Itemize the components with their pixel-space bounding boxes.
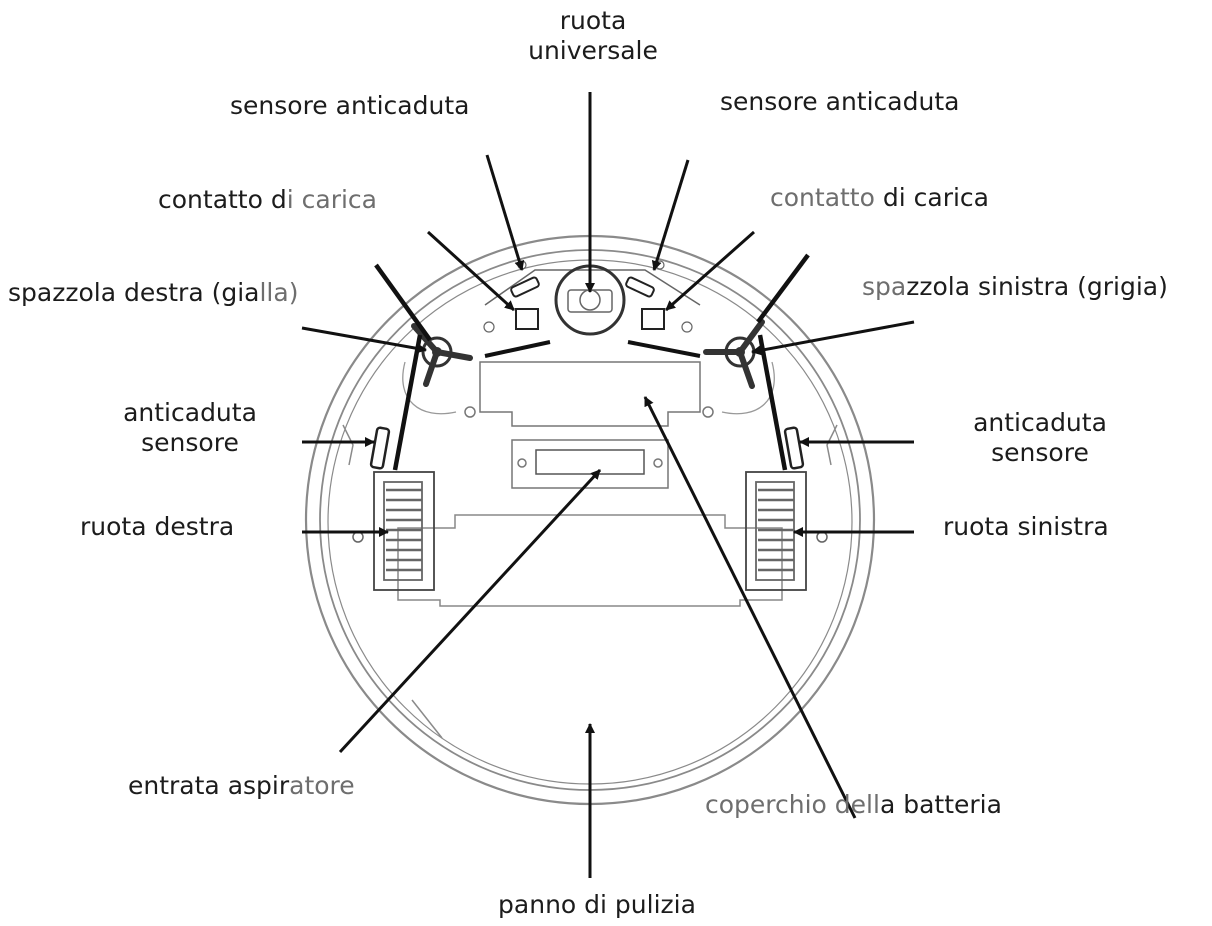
label-universal-wheel: ruota universale [528, 6, 658, 66]
label-brush-right-yellow: spazzola destra (gialla) [8, 278, 298, 308]
label-brush-left-b: zzola sinistra (grigia) [906, 272, 1168, 301]
label-cliff-sensor-left: sensore anticaduta [230, 91, 470, 120]
label-universal-wheel-line2: universale [528, 36, 658, 65]
suction-inlet-shape [511, 439, 669, 489]
side-cliff-sensor-right [783, 426, 805, 470]
label-wheel-left: ruota sinistra [943, 512, 1109, 541]
label-brush-right-a: spazzola destra (gia [8, 278, 260, 307]
charge-contact-left [515, 308, 539, 330]
label-side-cliff-left: anticaduta sensore [123, 398, 257, 458]
arrow-cliff-sensor-right [651, 159, 690, 271]
label-battery-cover-b: a batteria [879, 790, 1002, 819]
label-charge-contact-right-b: di carica [874, 183, 989, 212]
label-side-cliff-left-line1: anticaduta [123, 398, 257, 427]
arrow-cliff-sensor-left [485, 154, 525, 271]
label-cliff-sensor-right: sensore anticaduta [720, 87, 960, 116]
label-suction-inlet-b: atore [289, 771, 355, 800]
front-plate [484, 269, 701, 306]
side-cliff-sensor-left [369, 426, 391, 470]
label-cleaning-cloth: panno di pulizia [498, 890, 696, 919]
arrow-suction-inlet [338, 468, 602, 754]
label-brush-right-b: lla) [259, 278, 299, 307]
label-brush-left-a: spa [862, 272, 907, 301]
arrow-battery-cover [643, 396, 857, 819]
cliff-sensor-front-right [625, 276, 655, 298]
arrow-brush-right [301, 326, 427, 354]
label-charge-contact-left: contatto di carica [158, 185, 377, 215]
label-charge-contact-left-a: contatto d [158, 185, 287, 214]
brush-left-gray [703, 319, 775, 415]
label-battery-cover: coperchio della batteria [705, 790, 1002, 820]
label-side-cliff-right: anticaduta sensore [973, 408, 1107, 468]
cliff-sensor-front-left [510, 276, 540, 298]
label-side-cliff-right-line2: sensore [991, 438, 1089, 467]
label-charge-contact-right-a: contatto [770, 183, 875, 212]
charge-contact-right [641, 308, 665, 330]
label-side-cliff-right-line1: anticaduta [973, 408, 1107, 437]
label-charge-contact-left-b: i carica [286, 185, 377, 214]
callout-arrows [301, 92, 915, 878]
label-side-cliff-left-line2: sensore [141, 428, 239, 457]
bumper-ring [327, 259, 853, 785]
battery-cover-shape [464, 361, 714, 427]
label-brush-left-gray: spazzola sinistra (grigia) [862, 272, 1168, 302]
arrow-charge-contact-right [665, 230, 755, 312]
arrow-charge-contact-left [426, 230, 516, 312]
cleaning-cloth-shape [397, 514, 783, 607]
label-battery-cover-a: coperchio dell [705, 790, 880, 819]
label-universal-wheel-line1: ruota [559, 6, 627, 35]
arrow-brush-left [751, 320, 915, 356]
label-charge-contact-right: contatto di carica [770, 183, 989, 213]
label-suction-inlet-a: entrata aspir [128, 771, 290, 800]
label-suction-inlet: entrata aspiratore [128, 771, 355, 801]
label-wheel-right: ruota destra [80, 512, 235, 541]
